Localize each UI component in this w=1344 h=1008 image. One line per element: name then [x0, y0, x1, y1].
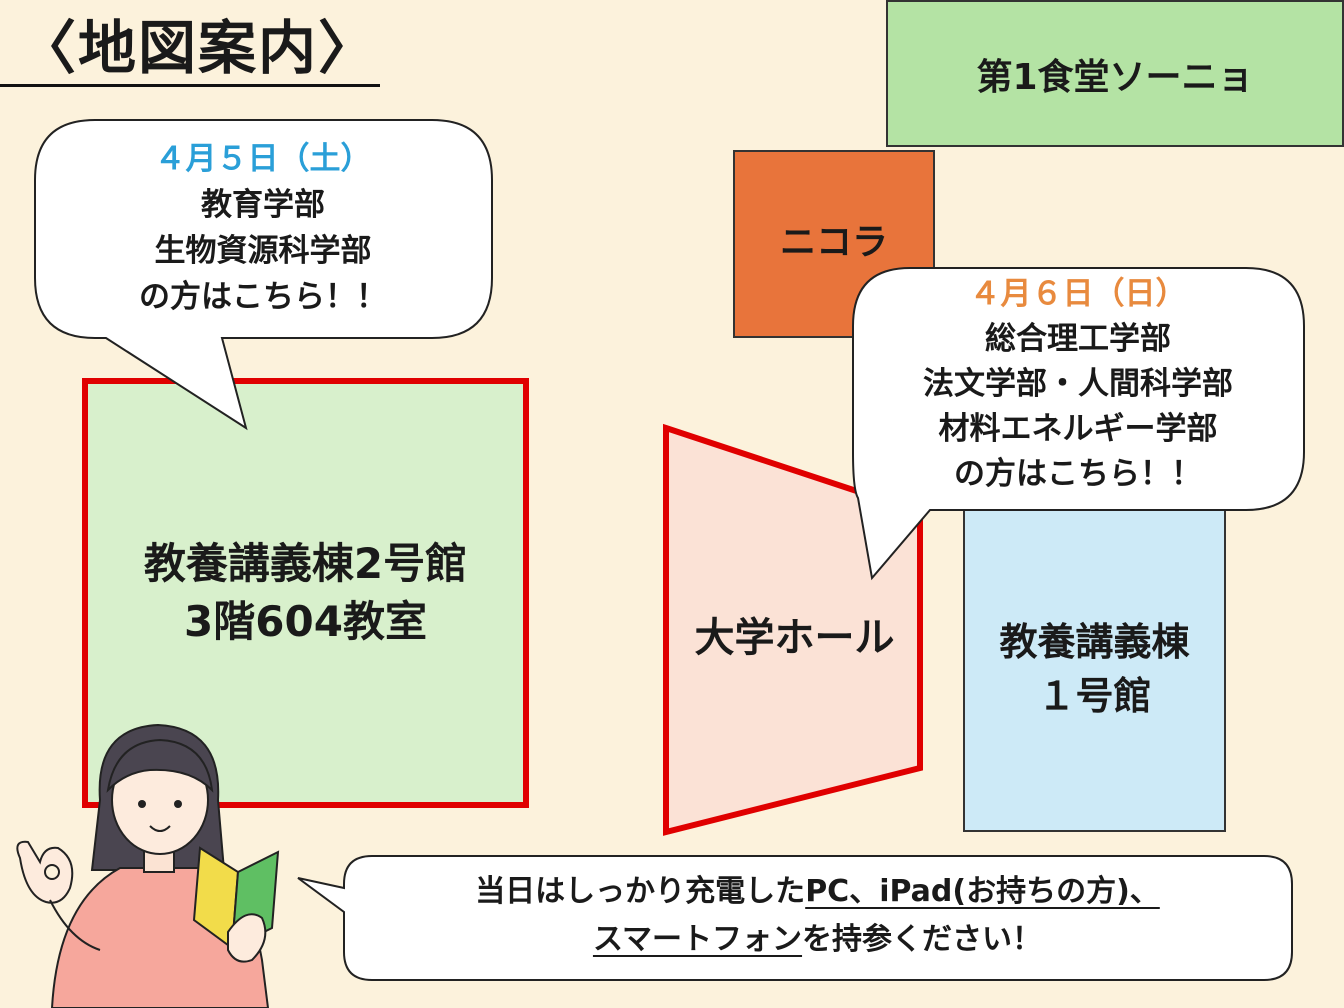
bubble-day2-line: の方はこちら！！: [954, 456, 1202, 492]
university-hall-label: 大学ホール: [694, 615, 895, 661]
lecture-building-2-highlighted: 教養講義棟2号館 3階604教室: [82, 378, 529, 808]
hand-right: [227, 913, 267, 963]
notice-line-1: 当日はしっかり充電したPC、iPad(お持ちの方)、: [345, 868, 1290, 916]
notice-line1-text: 当日はしっかり充電した: [475, 874, 806, 909]
map-book-yellow: [192, 846, 240, 950]
bubble-day1-line: 生物資源科学部: [154, 233, 372, 269]
lecture-building-1-label-line1: 教養講義棟: [999, 619, 1190, 664]
bubble-day1-content: ４月５日（土） 教育学部 生物資源科学部 の方はこちら！！: [36, 136, 490, 320]
lecture-building-2-label-line1: 教養講義棟2号館: [143, 539, 468, 588]
smile: [149, 825, 171, 832]
cafeteria-label: 第1食堂ソーニョ: [976, 56, 1254, 98]
lecture-building-1-label-line2: １号館: [1037, 673, 1152, 718]
lecture-building-2-label-line2: 3階604教室: [184, 597, 427, 646]
bubble-day2-content: ４月６日（日） 総合理工学部 法文学部・人間科学部 材料エネルギー学部 の方はこ…: [853, 272, 1303, 497]
nicola-building: ニコラ: [733, 150, 935, 338]
bubble-day1-line: 教育学部: [201, 187, 325, 223]
notice-line2-text: を持参ください！: [802, 922, 1043, 957]
ok-hand-ring: [44, 864, 60, 880]
nicola-label: ニコラ: [779, 222, 888, 263]
notice-devices-underlined: PC、iPad(お持ちの方)、: [805, 874, 1160, 909]
bubble-day2-line: 法文学部・人間科学部: [923, 366, 1233, 402]
notice-line-2: スマートフォンを持参ください！: [345, 916, 1290, 964]
cafeteria-building: 第1食堂ソーニョ: [886, 0, 1344, 147]
notice-smartphone-underlined: スマートフォン: [592, 922, 803, 957]
map-book-green: [230, 850, 280, 950]
bubble-day2-line: 総合理工学部: [985, 321, 1171, 357]
neck: [143, 841, 175, 873]
lecture-building-1: 教養講義棟 １号館: [963, 505, 1226, 832]
title-underline: [0, 84, 380, 87]
arm-left: [49, 899, 101, 951]
bubble-day1-date: ４月５日（土）: [154, 141, 372, 177]
page-title: 〈地図案内〉: [18, 14, 379, 82]
bubble-day1-line: の方はこちら！！: [139, 279, 387, 315]
ok-hand: [16, 840, 74, 904]
notice-content: 当日はしっかり充電したPC、iPad(お持ちの方)、 スマートフォンを持参くださ…: [345, 868, 1290, 964]
bubble-day2-date: ４月６日（日）: [969, 276, 1187, 312]
body-sweater: [50, 867, 270, 1008]
bubble-day2-line: 材料エネルギー学部: [938, 411, 1218, 447]
